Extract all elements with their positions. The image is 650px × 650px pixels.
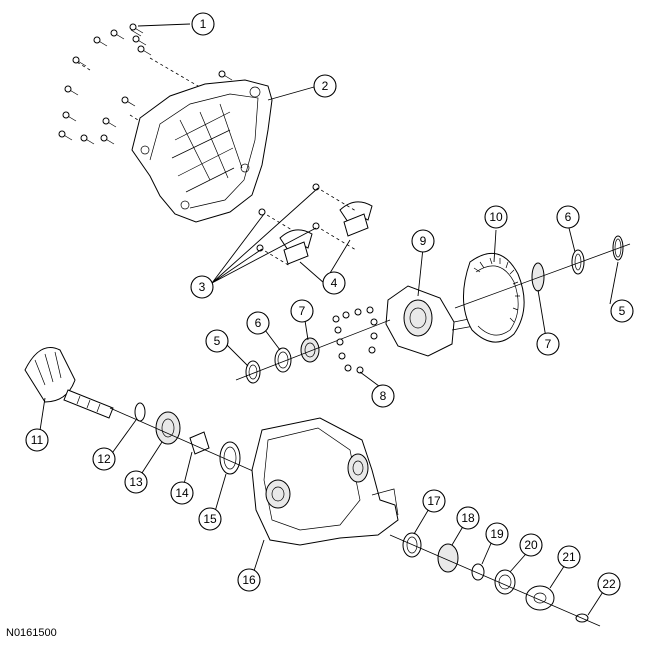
callout-19: 19	[485, 522, 509, 546]
svg-text:20: 20	[524, 538, 538, 552]
svg-text:15: 15	[203, 512, 217, 526]
svg-text:11: 11	[31, 433, 44, 447]
left-side-bearing-parts	[245, 337, 320, 384]
svg-text:6: 6	[255, 316, 262, 330]
callout-3: 3	[190, 275, 214, 299]
svg-text:14: 14	[175, 486, 189, 500]
callout-8: 8	[371, 384, 395, 408]
callout-5-right: 5	[610, 299, 634, 323]
callout-7-left: 7	[290, 299, 314, 323]
svg-text:1: 1	[200, 17, 207, 31]
callout-16: 16	[237, 568, 261, 592]
callout-7-right: 7	[536, 332, 560, 356]
svg-text:9: 9	[420, 234, 427, 248]
callout-18: 18	[456, 506, 480, 530]
svg-text:16: 16	[242, 573, 256, 587]
right-axis-line	[454, 243, 631, 309]
svg-text:3: 3	[199, 280, 206, 294]
svg-text:10: 10	[489, 210, 503, 224]
callout-11: 11	[25, 428, 49, 452]
svg-text:2: 2	[322, 79, 329, 93]
callout-13: 13	[124, 470, 148, 494]
svg-text:22: 22	[602, 577, 616, 591]
svg-text:13: 13	[129, 475, 143, 489]
callout-9: 9	[411, 229, 435, 253]
callout-14: 14	[170, 481, 194, 505]
pinion-parts	[134, 402, 241, 475]
svg-text:17: 17	[427, 494, 441, 508]
callout-6-right: 6	[556, 205, 580, 229]
svg-text:5: 5	[619, 304, 626, 318]
figure-id-label: N0161500	[6, 627, 57, 639]
svg-text:7: 7	[299, 304, 306, 318]
carrier-housing	[251, 417, 399, 546]
callout-2: 2	[313, 74, 337, 98]
bearing-caps	[256, 183, 373, 267]
callout-12: 12	[92, 447, 116, 471]
callout-1: 1	[191, 12, 215, 36]
drive-pinion	[24, 347, 114, 419]
callout-6-left: 6	[246, 311, 270, 335]
callout-4: 4	[322, 271, 346, 295]
callout-17: 17	[422, 489, 446, 513]
svg-text:5: 5	[214, 334, 221, 348]
svg-text:6: 6	[565, 210, 572, 224]
svg-text:8: 8	[380, 389, 387, 403]
svg-text:19: 19	[490, 527, 504, 541]
callout-20: 20	[519, 533, 543, 557]
yoke-axis-line	[389, 534, 601, 627]
svg-text:12: 12	[97, 452, 111, 466]
svg-text:7: 7	[545, 337, 552, 351]
callout-10: 10	[484, 205, 508, 229]
differential-cover	[131, 79, 273, 223]
cover-bolts	[58, 23, 233, 145]
svg-text:18: 18	[461, 511, 475, 525]
differential-case	[385, 285, 475, 357]
left-axis-line	[235, 319, 391, 381]
callout-21: 21	[557, 545, 581, 569]
svg-text:4: 4	[331, 276, 338, 290]
callout-15: 15	[198, 507, 222, 531]
callout-22: 22	[597, 572, 621, 596]
ring-gear-bolts	[332, 306, 378, 374]
svg-text:21: 21	[562, 550, 576, 564]
callout-5-left: 5	[205, 329, 229, 353]
ring-gear	[462, 253, 525, 343]
